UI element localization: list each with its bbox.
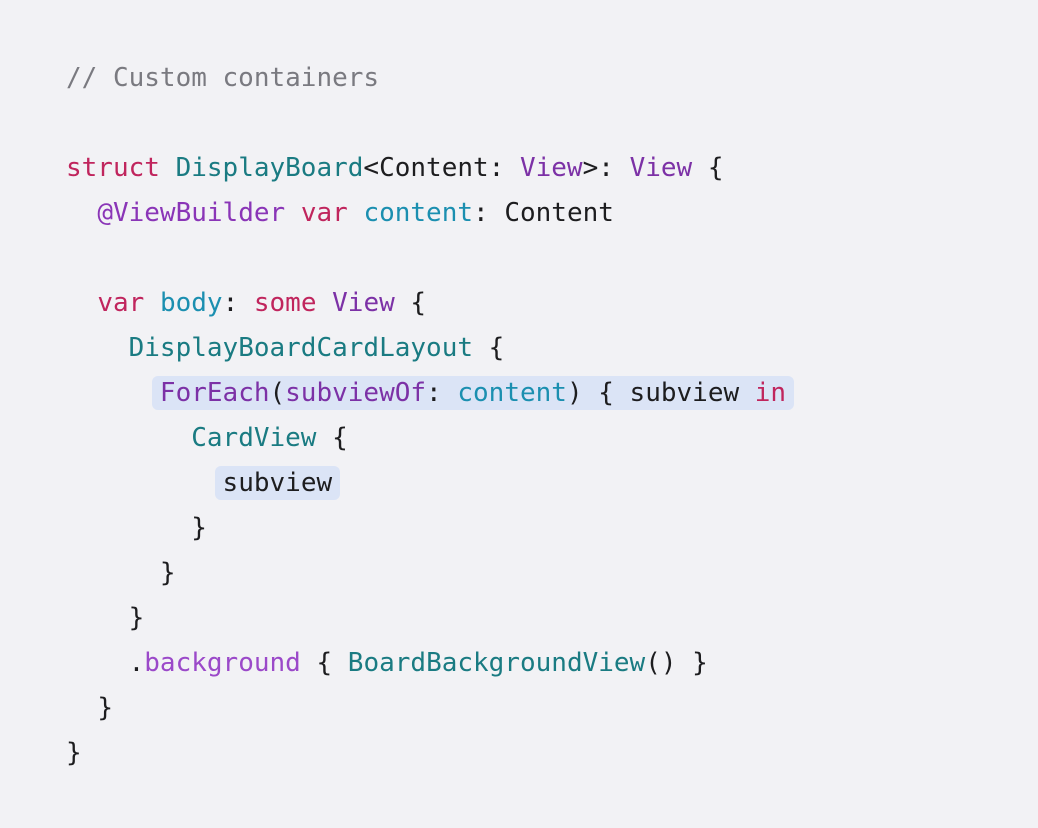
struct-name: DisplayBoard bbox=[175, 153, 364, 183]
type-cardview: CardView bbox=[191, 423, 317, 453]
code-line-struct-decl: struct DisplayBoard<Content: View>: View… bbox=[66, 146, 786, 191]
brace-open: { bbox=[300, 648, 348, 678]
generic-open: <Content: bbox=[363, 153, 520, 183]
close-brace: } bbox=[97, 693, 113, 723]
close-brace: } bbox=[128, 603, 145, 633]
code-line-foreach: ForEach(subviewOf: content) { subview in bbox=[66, 371, 795, 416]
closure-open: ) { subview bbox=[566, 378, 755, 408]
func-foreach: ForEach bbox=[159, 378, 270, 408]
code-line-subview: subview bbox=[66, 461, 786, 506]
identifier-subview: subview bbox=[222, 468, 333, 498]
code-line-viewbuilder: @ViewBuilder var content: Content bbox=[66, 191, 786, 236]
code-line-close-struct: } bbox=[66, 731, 786, 776]
type-boardbackgroundview: BoardBackgroundView bbox=[347, 648, 646, 678]
conformance-type: View bbox=[629, 153, 693, 183]
code-line-background: .background { BoardBackgroundView() } bbox=[66, 641, 786, 686]
code-comment: // Custom containers bbox=[66, 63, 380, 93]
type-view: View bbox=[332, 288, 395, 318]
close-brace: } bbox=[159, 558, 176, 588]
code-line-close-body: } bbox=[66, 686, 786, 731]
open-brace: { bbox=[473, 333, 505, 363]
keyword-struct: struct bbox=[66, 153, 160, 183]
open-brace: { bbox=[316, 423, 348, 453]
property-content: content bbox=[363, 198, 474, 228]
paren-open: ( bbox=[269, 378, 286, 408]
keyword-var: var bbox=[97, 288, 145, 318]
highlight-subview: subview bbox=[214, 466, 341, 500]
keyword-some: some bbox=[253, 288, 317, 318]
code-line-blank bbox=[66, 236, 786, 281]
property-type: Content bbox=[504, 198, 614, 228]
code-line-blank bbox=[66, 101, 786, 146]
code-line-body-decl: var body: some View { bbox=[66, 281, 786, 326]
colon: : bbox=[222, 288, 254, 318]
dot: . bbox=[128, 648, 145, 678]
generic-constraint: View bbox=[519, 153, 583, 183]
close-brace: } bbox=[191, 513, 207, 543]
colon: : bbox=[426, 378, 458, 408]
highlight-foreach: ForEach(subviewOf: content) { subview in bbox=[151, 376, 795, 410]
arg-content: content bbox=[457, 378, 567, 408]
code-line-close-foreach: } bbox=[66, 551, 786, 596]
arg-label-subviewof: subviewOf bbox=[285, 378, 427, 408]
keyword-in: in bbox=[754, 378, 787, 408]
code-line-cardview: CardView { bbox=[66, 416, 786, 461]
method-background: background bbox=[144, 648, 301, 678]
code-line-close-layout: } bbox=[66, 596, 786, 641]
generic-close: >: bbox=[582, 153, 630, 183]
attribute-viewbuilder: @ViewBuilder bbox=[97, 198, 286, 228]
property-body: body bbox=[159, 288, 223, 318]
colon: : bbox=[473, 198, 505, 228]
code-block: // Custom containers struct DisplayBoard… bbox=[66, 56, 795, 776]
type-displayboardcardlayout: DisplayBoardCardLayout bbox=[128, 333, 473, 363]
close-brace: } bbox=[66, 738, 82, 768]
open-brace: { bbox=[692, 153, 724, 183]
keyword-var: var bbox=[300, 198, 348, 228]
code-line-comment: // Custom containers bbox=[66, 56, 786, 101]
code-line-layout: DisplayBoardCardLayout { bbox=[66, 326, 786, 371]
code-line-close-cardview: } bbox=[66, 506, 786, 551]
open-brace: { bbox=[394, 288, 427, 318]
call-close: () } bbox=[645, 648, 708, 678]
